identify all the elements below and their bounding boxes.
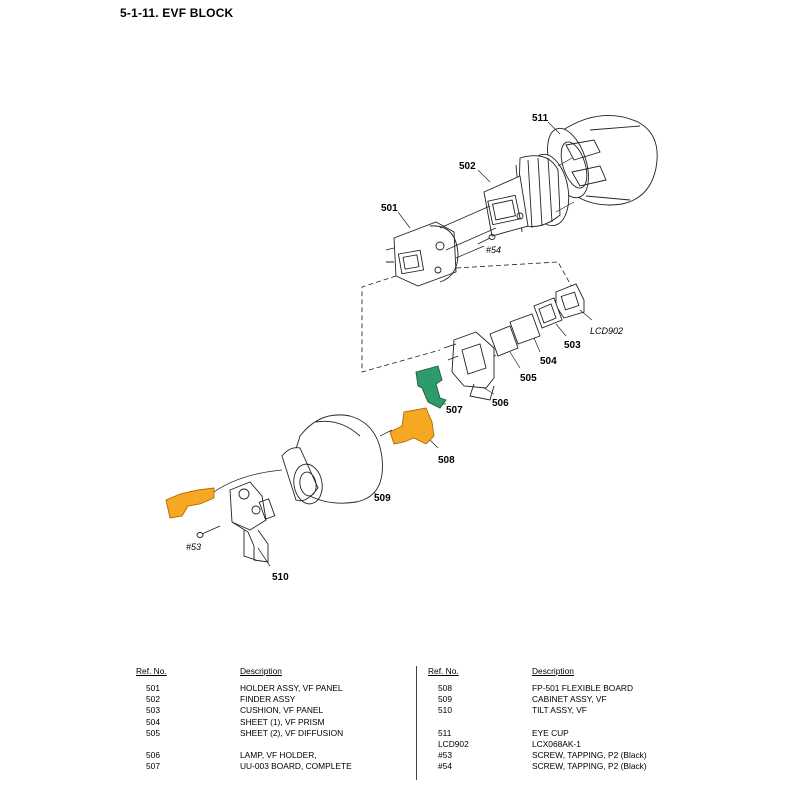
- description: SHEET (1), VF PRISM: [240, 716, 325, 727]
- flex-cable-lower-left: [165, 487, 215, 519]
- screw-53: [196, 525, 221, 538]
- part-504-sheet-prism: [509, 313, 541, 345]
- ref-no: 509: [438, 694, 452, 705]
- part-505-sheet-diffusion: [489, 325, 519, 357]
- ref-no: 505: [146, 727, 160, 738]
- header-description: Description: [240, 666, 282, 676]
- part-502-finder-assy: [483, 153, 570, 237]
- description: LAMP, VF HOLDER,: [240, 750, 317, 761]
- description: SCREW, TAPPING, P2 (Black): [532, 750, 647, 761]
- exploded-view-diagram: 511 502 501 #54 LCD902 503 504 505 506 5…: [165, 113, 658, 583]
- ref-no: #54: [438, 761, 452, 772]
- description: UU-003 BOARD, COMPLETE: [240, 761, 352, 772]
- part-508-flexible-board: [389, 407, 435, 445]
- label-screw-53: #53: [186, 542, 201, 552]
- description: CUSHION, VF PANEL: [240, 705, 324, 716]
- part-507-board: [415, 365, 447, 409]
- ref-no: 506: [146, 750, 160, 761]
- label-506: 506: [492, 398, 509, 409]
- label-screw-54: #54: [486, 245, 501, 255]
- flex-route-line: [213, 469, 283, 493]
- header-ref-no: Ref. No.: [428, 666, 459, 676]
- ref-no: 504: [146, 716, 160, 727]
- ref-no: 501: [146, 683, 160, 693]
- ref-no: 508: [438, 683, 452, 693]
- header-ref-no: Ref. No.: [136, 666, 167, 676]
- description: LCX068AK-1: [532, 738, 581, 749]
- part-501-holder-assy: [385, 221, 459, 287]
- screw-54: [477, 234, 496, 245]
- label-510: 510: [272, 572, 289, 583]
- description: TILT ASSY, VF: [532, 705, 587, 716]
- ref-no: 503: [146, 705, 160, 716]
- description: SHEET (2), VF DIFFUSION: [240, 727, 344, 738]
- part-510-tilt-assy: [229, 481, 276, 563]
- label-508: 508: [438, 455, 455, 466]
- ref-no: 510: [438, 705, 452, 716]
- part-509-cabinet: [281, 414, 383, 505]
- ref-no: LCD902: [438, 738, 469, 749]
- ref-no: 511: [438, 727, 452, 738]
- label-511: 511: [532, 113, 549, 124]
- description: SCREW, TAPPING, P2 (Black): [532, 761, 647, 772]
- connector-lines-top: [439, 157, 575, 259]
- label-505: 505: [520, 373, 537, 384]
- description: EYE CUP: [532, 727, 569, 738]
- label-509: 509: [374, 493, 391, 504]
- ref-no: 507: [146, 761, 160, 772]
- header-description: Description: [532, 666, 574, 676]
- description: FP-501 FLEXIBLE BOARD: [532, 683, 634, 693]
- description: HOLDER ASSY, VF PANEL: [240, 683, 343, 693]
- table-divider: [416, 666, 417, 780]
- ref-no: #53: [438, 750, 452, 761]
- description: CABINET ASSY, VF: [532, 694, 607, 705]
- page-title: 5-1-11. EVF BLOCK: [120, 6, 234, 20]
- label-507: 507: [446, 405, 463, 416]
- label-501: 501: [381, 203, 398, 214]
- label-lcd902: LCD902: [590, 326, 623, 336]
- description: FINDER ASSY: [240, 694, 296, 705]
- part-503-cushion: [533, 297, 563, 329]
- label-504: 504: [540, 356, 557, 367]
- label-502: 502: [459, 161, 476, 172]
- label-503: 503: [564, 340, 581, 351]
- part-lcd902: [555, 283, 585, 319]
- part-506-lamp-holder: [443, 331, 495, 401]
- ref-no: 502: [146, 694, 160, 705]
